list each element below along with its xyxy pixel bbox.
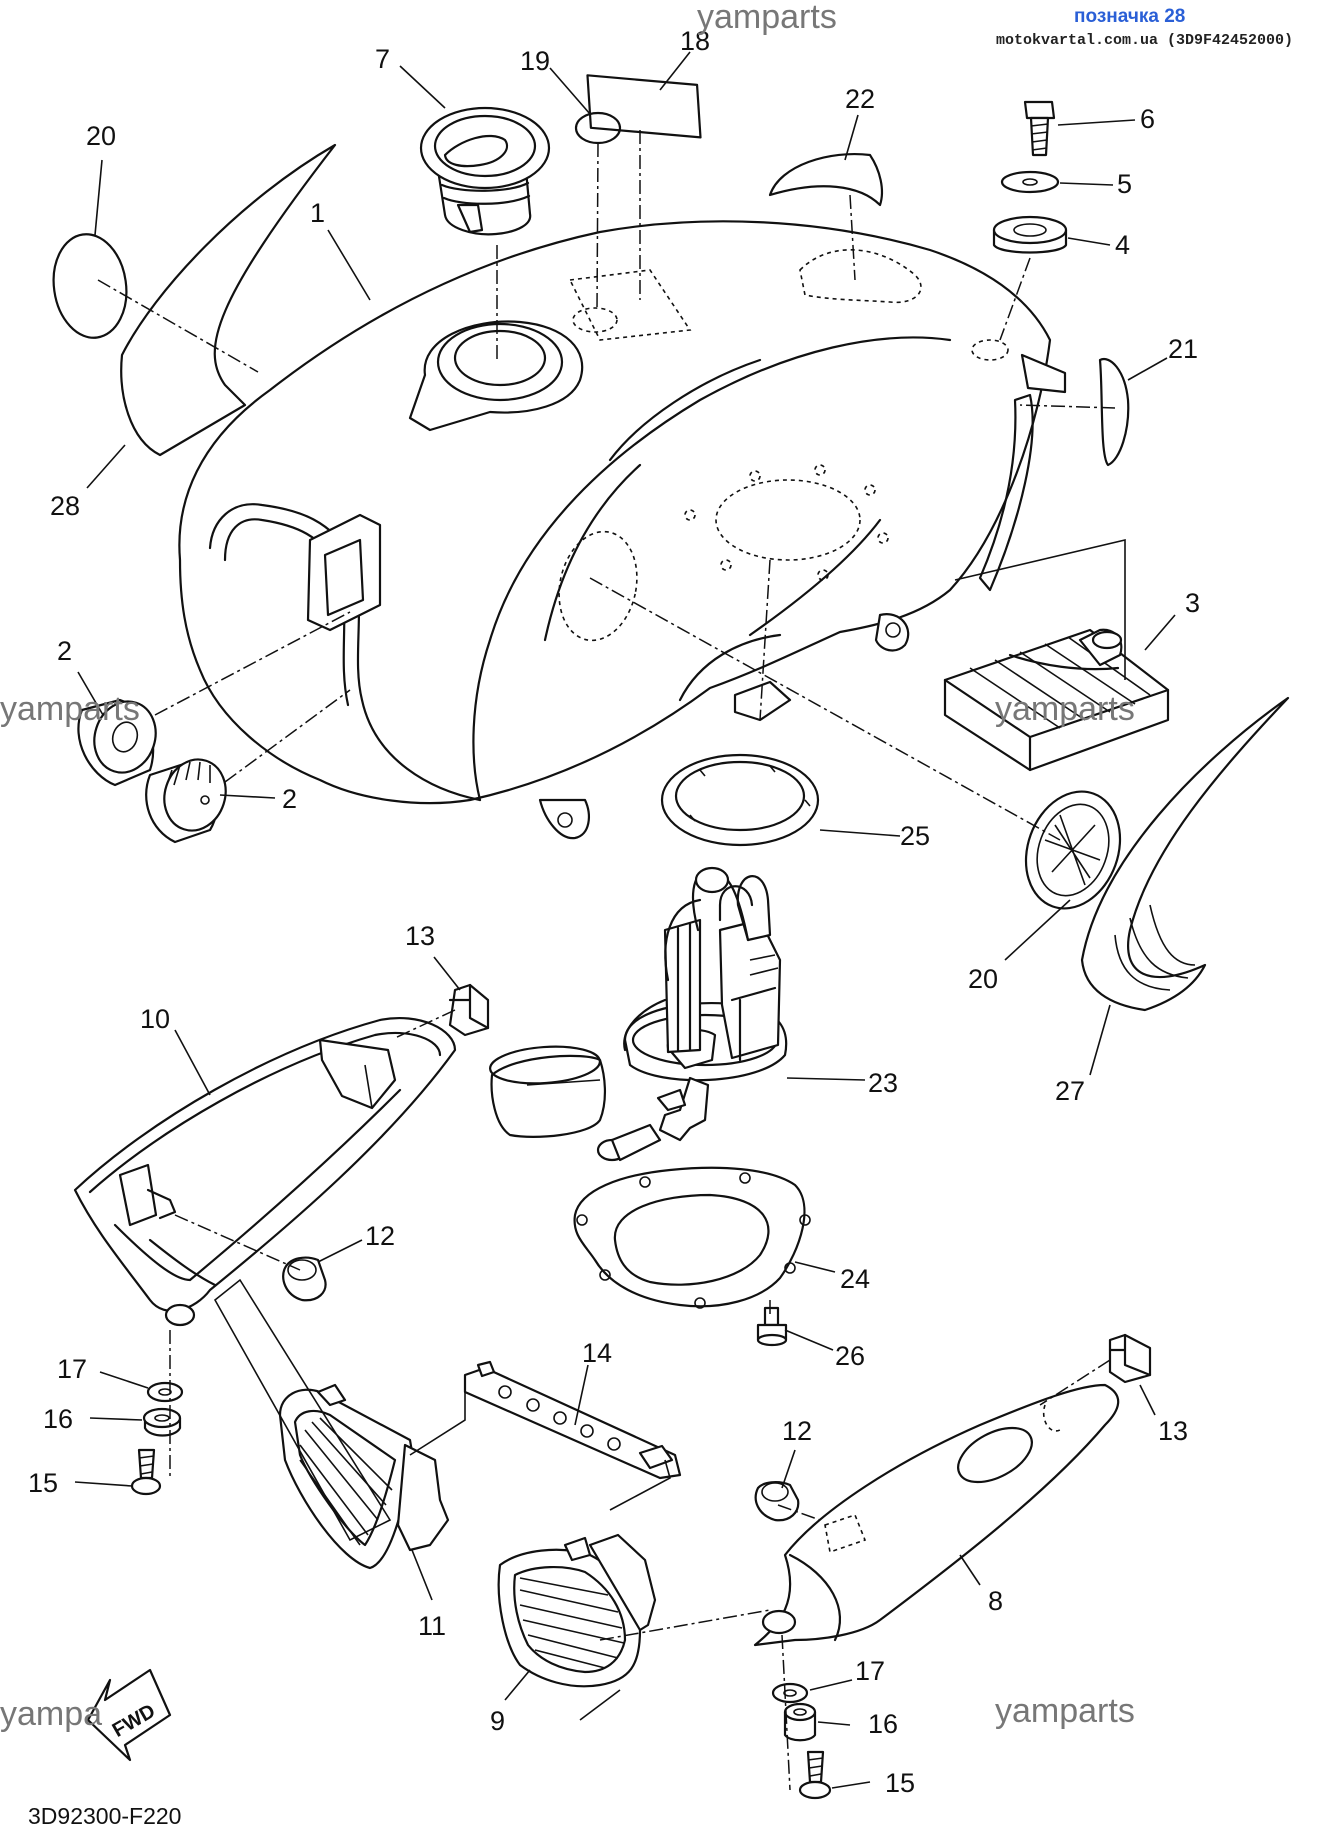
part-12-grommet-left [282,1256,327,1302]
callout-10: 10 [140,1004,170,1034]
callout-15-left: 15 [28,1468,58,1498]
callout-2-a: 2 [57,636,72,666]
part-7-fuel-cap [419,106,551,236]
callout-17-left: 17 [57,1354,87,1384]
part-8-side-cover [753,1383,1120,1647]
part-13-clip-lower [1108,1333,1152,1384]
callout-12-left: 12 [365,1221,395,1251]
callout-20-right: 20 [968,964,998,994]
watermark-bottom-left: yampa [0,1695,102,1733]
part-6-bolt [1023,100,1056,157]
part-15-bolt-right [798,1750,832,1800]
callout-8: 8 [988,1586,1003,1616]
callout-5: 5 [1117,169,1132,199]
callout-4: 4 [1115,230,1130,260]
callout-26: 26 [835,1341,865,1371]
callout-27: 27 [1055,1076,1085,1106]
callout-15-right: 15 [885,1768,915,1798]
part-11-grille [278,1383,450,1570]
callout-21: 21 [1168,334,1198,364]
callout-22: 22 [845,84,875,114]
watermark-bottom-right: yamparts [995,1692,1135,1730]
callout-6: 6 [1140,104,1155,134]
part-22-emblem [768,153,884,207]
part-24-gasket-plate [573,1166,811,1309]
part-26-screw [756,1306,788,1347]
diagram-code: 3D92300-F220 [28,1803,181,1829]
callout-24: 24 [840,1264,870,1294]
header-link[interactable]: позначка 28 [1074,6,1185,27]
part-21-emblem [1098,357,1130,467]
part-17-washer-right [771,1682,809,1704]
part-12-grommet-right [754,1481,800,1522]
callout-7: 7 [375,44,390,74]
watermark-top: yamparts [697,0,837,36]
callout-16-right: 16 [868,1709,898,1739]
part-25-gasket [660,753,820,847]
part-20-emblem-left [52,233,128,339]
header-source: motokvartal.com.ua (3D9F42452000) [996,32,1293,49]
callout-13-upper: 13 [405,921,435,951]
part-5-washer [1000,170,1060,194]
part-14-bracket [463,1360,682,1480]
part-3-regulator [943,628,1170,772]
fwd-arrow-icon: FWD [86,1668,172,1762]
part-27-decal [1080,696,1290,1012]
part-1-fuel-tank [178,220,1067,840]
callout-11: 11 [418,1611,446,1641]
part-16-collar-left [142,1407,182,1437]
watermark-right: yamparts [995,690,1135,728]
watermark-left: yamparts [0,690,140,728]
callout-1: 1 [310,198,325,228]
callout-3: 3 [1185,588,1200,618]
part-23-fuel-pump [489,866,788,1162]
callout-23: 23 [868,1068,898,1098]
part-18-label [586,74,702,139]
watermarks: yamparts yamparts yamparts yampa yampart… [0,0,1135,1733]
part-28-decal [120,143,337,457]
callout-19: 19 [520,46,550,76]
callout-28: 28 [50,491,80,521]
part-13-clip-upper [448,983,490,1037]
callout-2-b: 2 [282,784,297,814]
part-17-washer-left [146,1381,184,1403]
callout-25: 25 [900,821,930,851]
part-4-grommet [992,215,1068,254]
callout-9: 9 [490,1706,505,1736]
assembly-lines [97,130,1126,1791]
part-10-side-cover [73,1016,457,1327]
leader-lines [74,51,1176,1789]
callout-13-lower: 13 [1158,1416,1188,1446]
callout-18: 18 [680,26,710,56]
part-2-grommet-b [145,758,227,844]
part-2-grommet-a [77,698,157,787]
callout-labels: 20 28 7 19 18 1 22 6 5 4 21 2 2 3 25 20 … [28,26,1200,1798]
part-15-bolt-left [130,1448,162,1496]
callout-17-right: 17 [855,1656,885,1686]
callout-12-right: 12 [782,1416,812,1446]
callout-16-left: 16 [43,1404,73,1434]
part-16-collar-right [783,1702,817,1742]
callout-20-left: 20 [86,121,116,151]
callout-14: 14 [582,1338,612,1368]
part-20-emblem-right [1024,790,1122,910]
part-9-grille [497,1533,657,1688]
